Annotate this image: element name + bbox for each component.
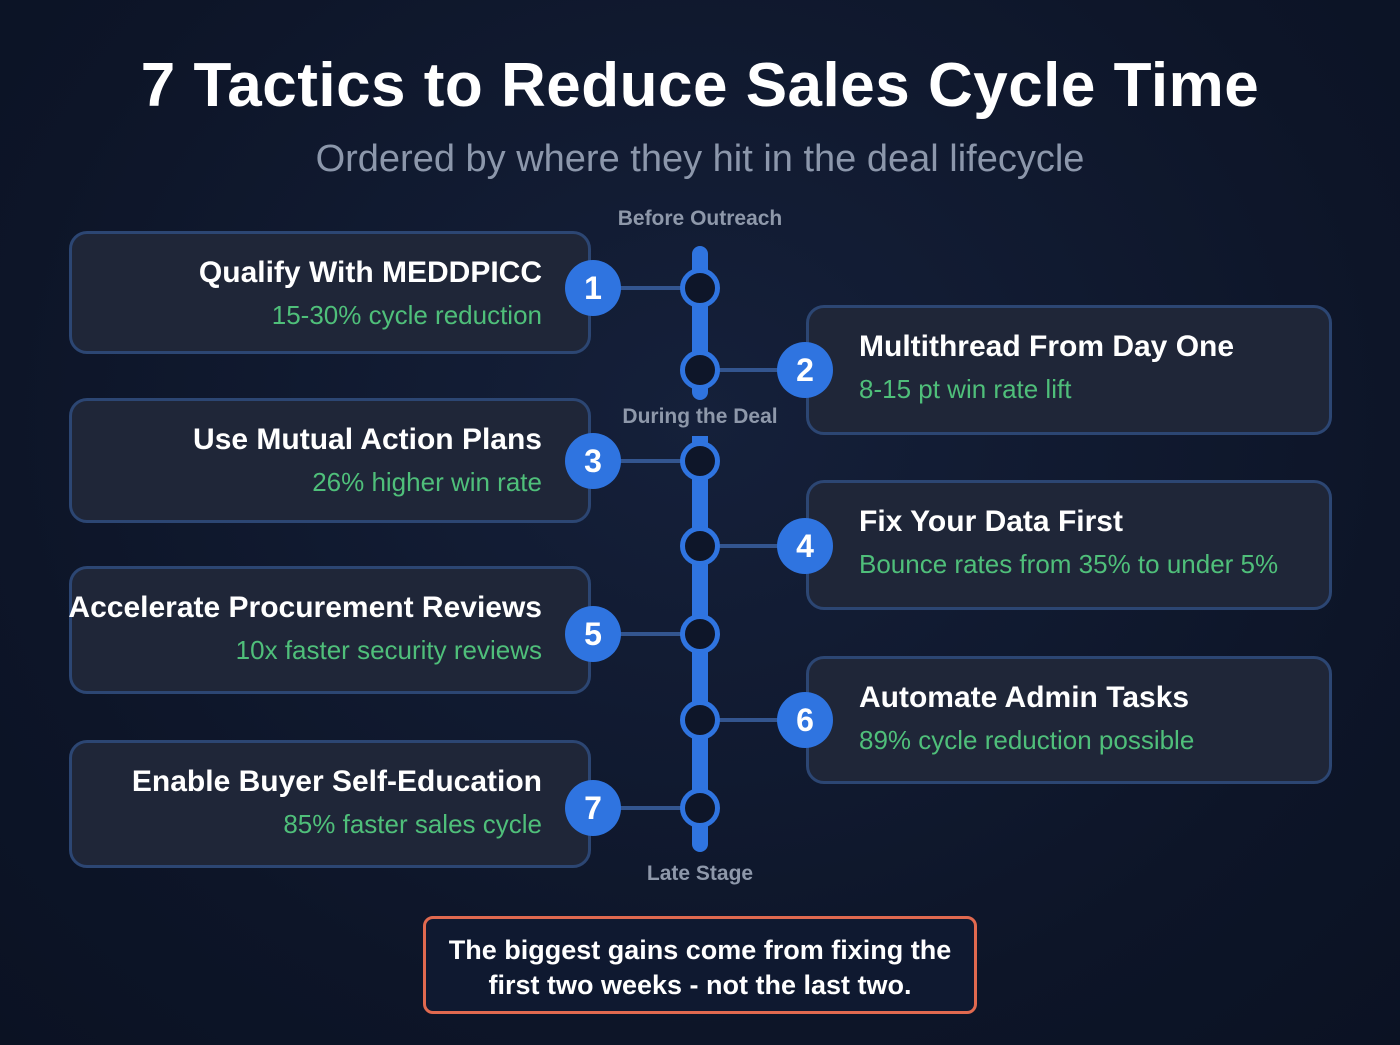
stage-label-during-deal: During the Deal: [622, 405, 778, 428]
timeline-node-2: [680, 350, 720, 390]
timeline-node-1: [680, 268, 720, 308]
number-badge-1: 1: [565, 260, 621, 316]
tactic-stat: 8-15 pt win rate lift: [859, 374, 1072, 404]
key-insight-callout: The biggest gains come from fixing the f…: [423, 916, 977, 1014]
tactic-title: Enable Buyer Self-Education: [131, 765, 542, 798]
tactic-card-1: Qualify With MEDDPICC 15-30% cycle reduc…: [69, 231, 591, 354]
stage-label-late-stage: Late Stage: [646, 862, 754, 885]
number-badge-3: 3: [565, 433, 621, 489]
tactic-title: Accelerate Procurement Reviews: [68, 591, 542, 624]
number-badge-4: 4: [777, 518, 833, 574]
number-badge-5: 5: [565, 606, 621, 662]
tactic-stat: 89% cycle reduction possible: [859, 725, 1195, 755]
connector-4: [718, 544, 780, 548]
page-subtitle: Ordered by where they hit in the deal li…: [315, 138, 1085, 180]
tactic-card-4: Fix Your Data First Bounce rates from 35…: [806, 480, 1332, 610]
tactic-title: Automate Admin Tasks: [859, 681, 1190, 714]
connector-1: [620, 286, 682, 290]
tactic-title: Qualify With MEDDPICC: [198, 256, 542, 289]
callout-line-2: first two weeks - not the last two.: [488, 970, 912, 1000]
tactic-title: Fix Your Data First: [859, 505, 1123, 538]
tactic-stat: 85% faster sales cycle: [283, 809, 542, 839]
callout-line-1: The biggest gains come from fixing the: [448, 935, 952, 965]
tactic-stat: 15-30% cycle reduction: [271, 300, 542, 330]
number-badge-2: 2: [777, 342, 833, 398]
tactic-stat: 26% higher win rate: [312, 467, 542, 497]
timeline-node-4: [680, 526, 720, 566]
connector-7: [620, 806, 682, 810]
tactic-stat: 10x faster security reviews: [235, 635, 542, 665]
stage-label-before-outreach: Before Outreach: [617, 207, 783, 230]
timeline-node-3: [680, 441, 720, 481]
number-badge-7: 7: [565, 780, 621, 836]
tactic-card-6: Automate Admin Tasks 89% cycle reduction…: [806, 656, 1332, 784]
tactic-card-7: Enable Buyer Self-Education 85% faster s…: [69, 740, 591, 868]
timeline-node-5: [680, 614, 720, 654]
number-badge-6: 6: [777, 692, 833, 748]
connector-3: [620, 459, 682, 463]
tactic-stat: Bounce rates from 35% to under 5%: [859, 549, 1279, 579]
connector-5: [620, 632, 682, 636]
tactic-card-2: Multithread From Day One 8-15 pt win rat…: [806, 305, 1332, 435]
tactic-title: Multithread From Day One: [859, 330, 1235, 363]
timeline-node-6: [680, 700, 720, 740]
tactic-card-3: Use Mutual Action Plans 26% higher win r…: [69, 398, 591, 523]
page-title: 7 Tactics to Reduce Sales Cycle Time: [140, 51, 1260, 120]
connector-6: [718, 718, 780, 722]
tactic-card-5: Accelerate Procurement Reviews 10x faste…: [68, 566, 591, 694]
timeline-node-7: [680, 788, 720, 828]
tactic-title: Use Mutual Action Plans: [193, 423, 542, 456]
connector-2: [718, 368, 780, 372]
